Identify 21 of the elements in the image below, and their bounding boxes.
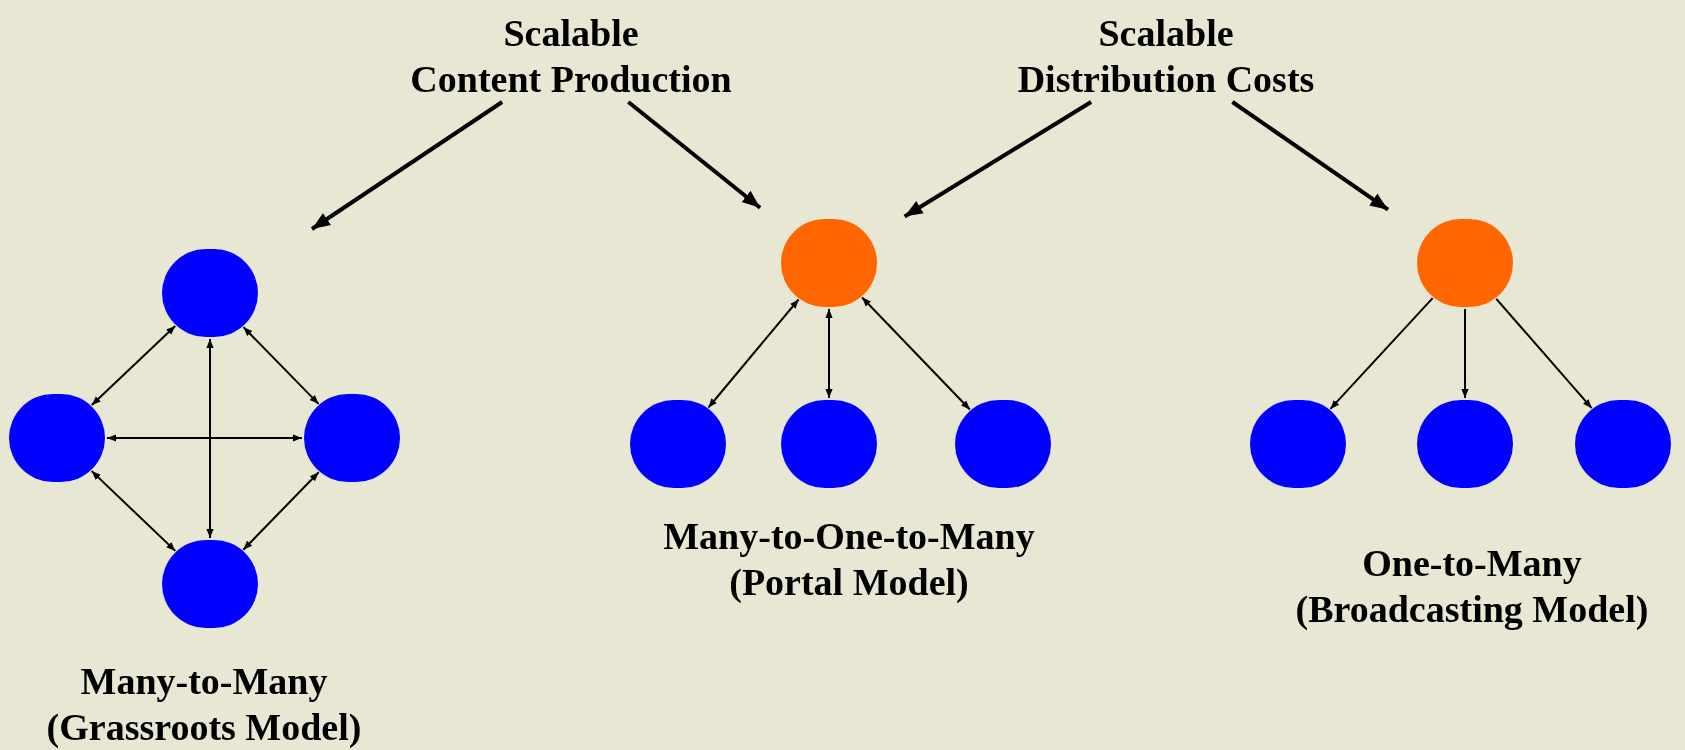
arrow [1231, 100, 1390, 212]
model-caption: Many-to-Many (Grassroots Model) [45, 659, 363, 750]
arrow [825, 308, 833, 399]
arrow [242, 471, 320, 551]
arrow [1461, 308, 1469, 399]
heading-text: Scalable Distribution Costs [956, 10, 1376, 102]
model-caption: One-to-Many (Broadcasting Model) [1294, 541, 1650, 632]
arrow [90, 325, 177, 406]
heading-text: Scalable Content Production [361, 10, 781, 102]
arrow [310, 100, 504, 231]
model-caption: Many-to-One-to-Many (Portal Model) [662, 514, 1036, 605]
arrow [206, 338, 214, 539]
arrow [1329, 297, 1434, 410]
arrow [90, 470, 177, 552]
arrow [106, 434, 303, 442]
arrow [707, 298, 800, 409]
arrow [903, 100, 1093, 219]
arrow [242, 326, 320, 405]
arrow [627, 100, 762, 210]
arrow [1495, 297, 1593, 410]
arrow [861, 296, 971, 411]
